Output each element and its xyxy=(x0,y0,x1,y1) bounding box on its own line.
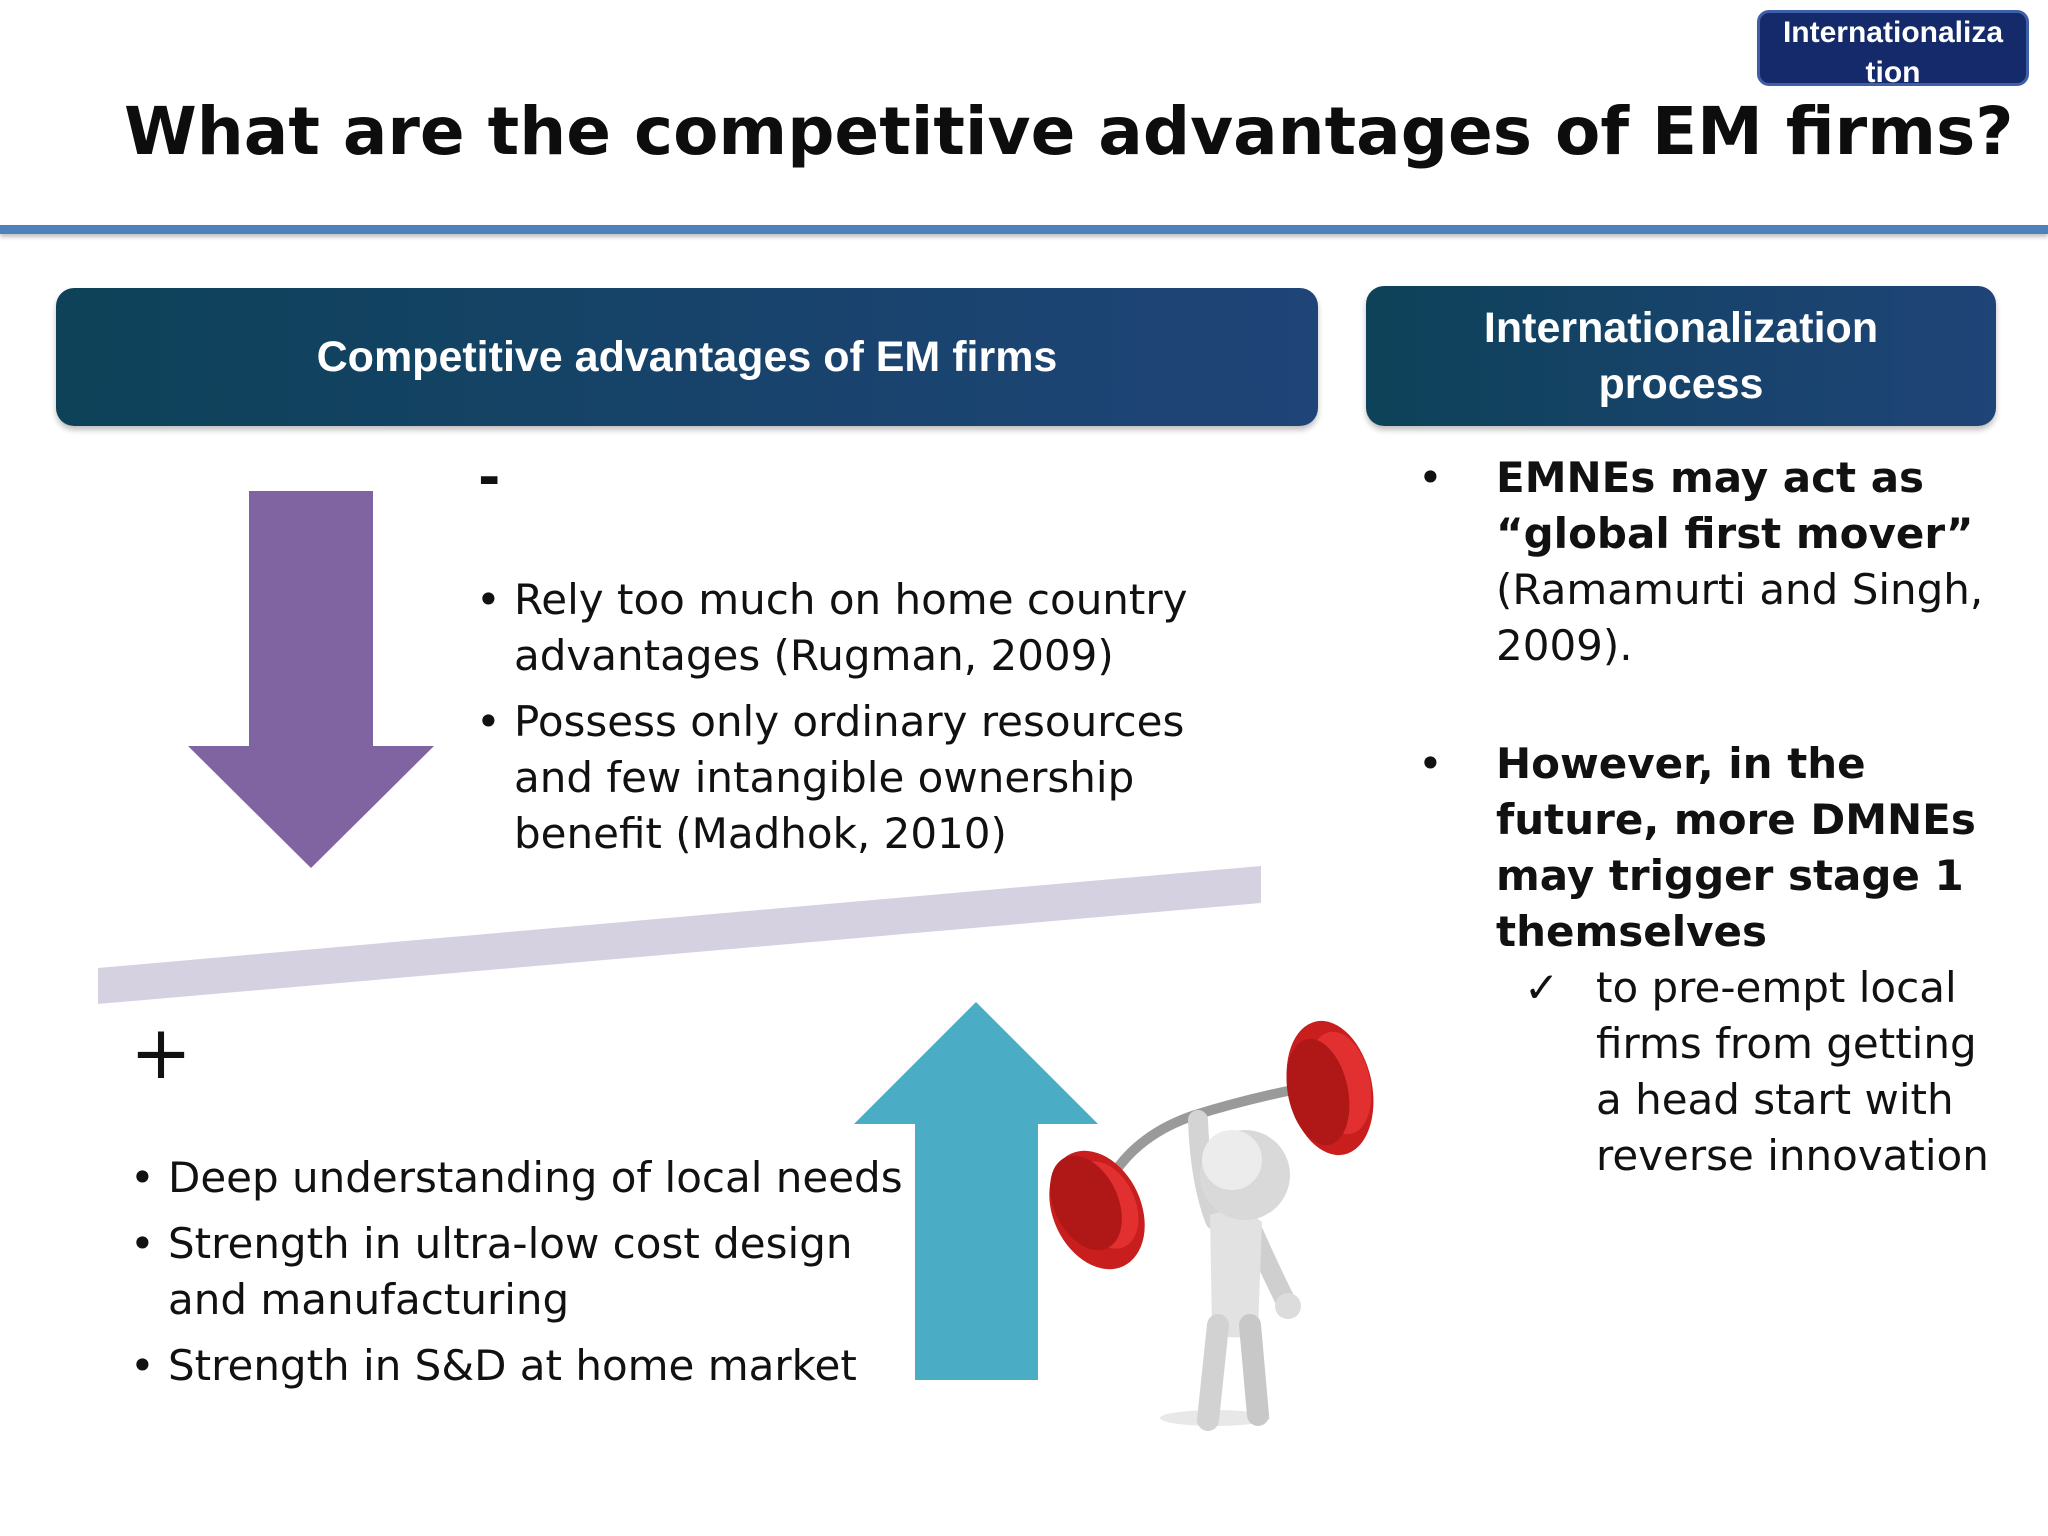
list-item-text: Strength in ultra-low cost design and ma… xyxy=(168,1219,853,1324)
list-item-text: Rely too much on home country advantages… xyxy=(514,575,1188,680)
section-tag: Internationaliza tion xyxy=(1757,10,2029,89)
point-dmnes-trigger: • However, in the future, more DMNEs may… xyxy=(1406,736,2006,960)
internationalization-points: • EMNEs may act as “global first mover” … xyxy=(1406,450,2006,1184)
list-item-text: Strength in S&D at home market xyxy=(168,1341,857,1390)
bullet: • xyxy=(476,575,501,624)
list-item: • Rely too much on home country advantag… xyxy=(476,572,1216,684)
down-arrow-icon xyxy=(188,491,434,868)
point-bold-text: However, in the future, more DMNEs may t… xyxy=(1496,739,1976,956)
header-competitive-advantages: Competitive advantages of EM firms xyxy=(56,288,1318,426)
list-item: • Possess only ordinary resources and fe… xyxy=(476,694,1216,862)
right-weight-plate xyxy=(1286,1020,1374,1156)
check-icon: ✓ xyxy=(1524,963,1560,1012)
up-arrow-icon xyxy=(854,1002,1098,1380)
point-global-first-mover: • EMNEs may act as “global first mover” … xyxy=(1406,450,2006,674)
point-citation: (Ramamurti and Singh, 2009). xyxy=(1496,565,1984,670)
list-item: • Deep understanding of local needs xyxy=(130,1150,910,1206)
slide-title: What are the competitive advantages of E… xyxy=(124,93,2014,170)
header-right-label: Internationalization process xyxy=(1483,304,1879,408)
point-bold-text: EMNEs may act as “global first mover” xyxy=(1496,453,1974,558)
minus-sign: - xyxy=(478,446,501,509)
disadvantages-list: • Rely too much on home country advantag… xyxy=(476,572,1216,862)
left-weight-plate xyxy=(1049,1150,1145,1270)
sub-point-pre-empt: ✓ to pre-empt local firms from getting a… xyxy=(1406,960,2006,1184)
bullet: • xyxy=(476,697,501,746)
bullet: • xyxy=(1418,739,1443,788)
sub-point-text: to pre-empt local firms from getting a h… xyxy=(1596,963,1989,1180)
seesaw-bar xyxy=(98,866,1261,1004)
title-divider xyxy=(0,225,2048,234)
bullet: • xyxy=(130,1153,155,1202)
advantages-list: • Deep understanding of local needs • St… xyxy=(130,1150,910,1394)
bullet: • xyxy=(1418,453,1443,502)
plus-sign: + xyxy=(130,1010,193,1096)
header-left-label: Competitive advantages of EM firms xyxy=(316,332,1058,381)
bullet: • xyxy=(130,1341,155,1390)
list-item-text: Possess only ordinary resources and few … xyxy=(514,697,1185,858)
header-internationalization-process: Internationalization process xyxy=(1366,286,1996,426)
bullet: • xyxy=(130,1219,155,1268)
weightlifter-icon xyxy=(1049,1020,1374,1431)
list-item: • Strength in ultra-low cost design and … xyxy=(130,1216,910,1328)
list-item: • Strength in S&D at home market xyxy=(130,1338,910,1394)
list-item-text: Deep understanding of local needs xyxy=(168,1153,903,1202)
